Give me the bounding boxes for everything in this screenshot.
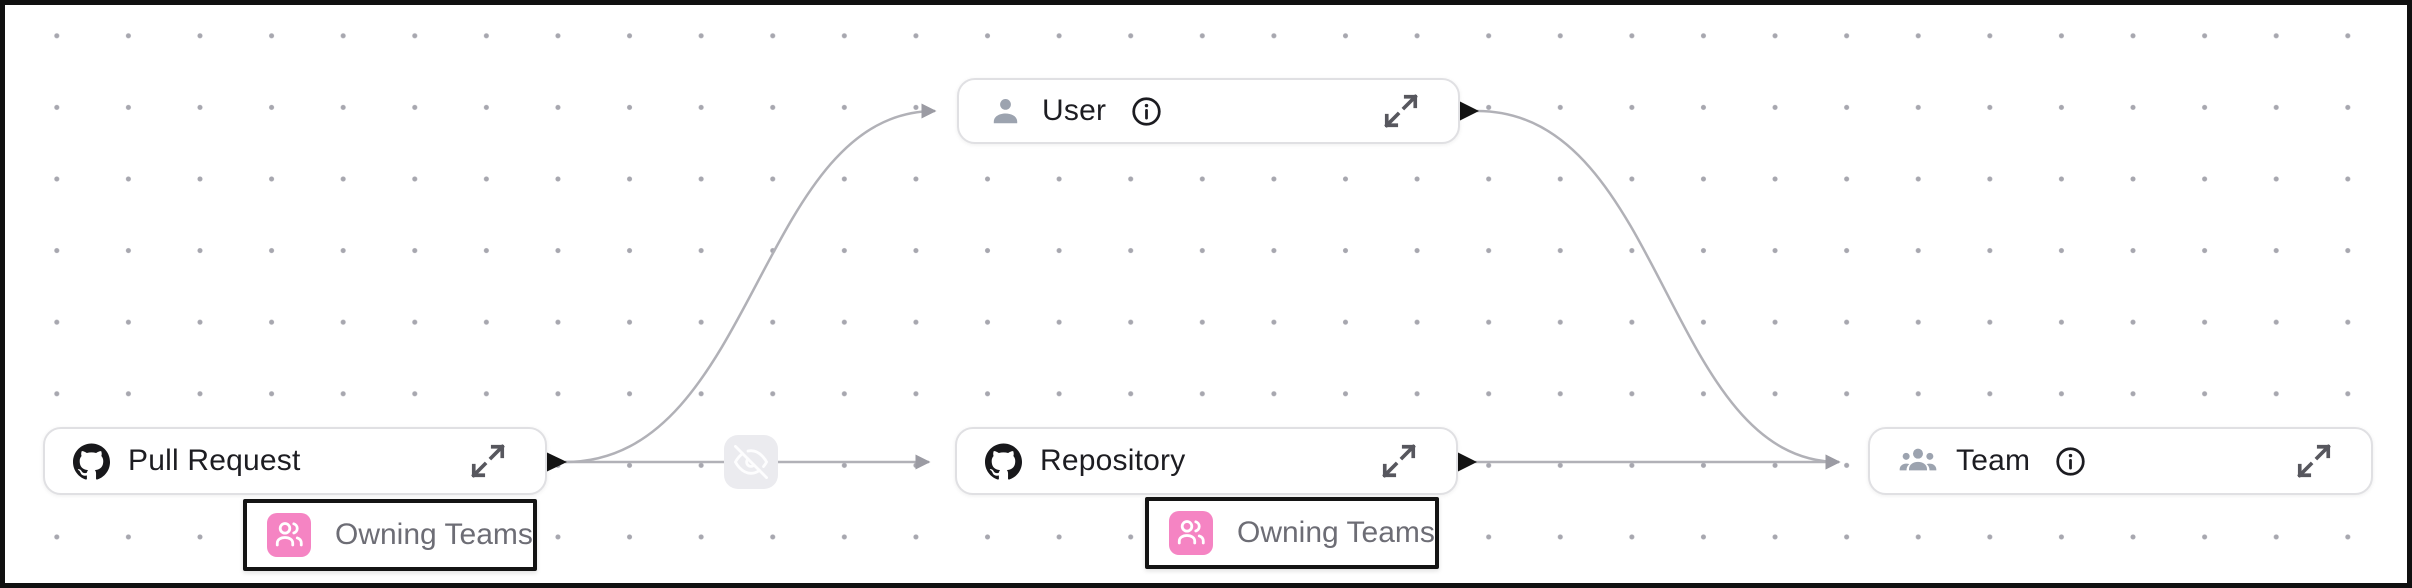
owning-teams-icon	[267, 513, 311, 557]
info-icon[interactable]	[2054, 445, 2087, 478]
source-handle-user[interactable]	[1460, 101, 1479, 121]
relation-badge-label: Owning Teams	[335, 518, 533, 551]
relation-badge-owning-teams[interactable]: Owning Teams	[1145, 497, 1439, 569]
node-label: Pull Request	[128, 444, 301, 477]
info-icon[interactable]	[1130, 95, 1163, 128]
hidden-relation-badge[interactable]	[724, 435, 778, 489]
eye-off-icon	[734, 445, 768, 479]
node-team[interactable]: Team	[1868, 427, 2373, 495]
node-label: Team	[1956, 444, 2031, 477]
node-label: Repository	[1040, 444, 1186, 477]
expand-icon[interactable]	[469, 442, 507, 480]
node-pull-request[interactable]: Pull Request	[43, 427, 547, 495]
node-user[interactable]: User	[957, 78, 1460, 144]
source-handle-pull-request[interactable]	[547, 452, 567, 472]
expand-icon[interactable]	[1380, 442, 1418, 480]
github-icon	[73, 442, 110, 480]
team-icon	[1898, 441, 1938, 481]
node-repository[interactable]: Repository	[955, 427, 1458, 495]
node-label: User	[1042, 94, 1107, 127]
owning-teams-icon	[1169, 511, 1213, 555]
github-icon	[985, 442, 1022, 480]
relation-badge-label: Owning Teams	[1237, 516, 1435, 549]
edge-user-team[interactable]	[1476, 109, 1841, 470]
expand-icon[interactable]	[1382, 92, 1420, 130]
user-icon	[987, 93, 1024, 130]
relation-badge-owning-teams[interactable]: Owning Teams	[243, 499, 537, 571]
source-handle-repository[interactable]	[1458, 452, 1477, 472]
edge-pullrequest-user[interactable]	[564, 103, 937, 464]
expand-icon[interactable]	[2295, 442, 2333, 480]
